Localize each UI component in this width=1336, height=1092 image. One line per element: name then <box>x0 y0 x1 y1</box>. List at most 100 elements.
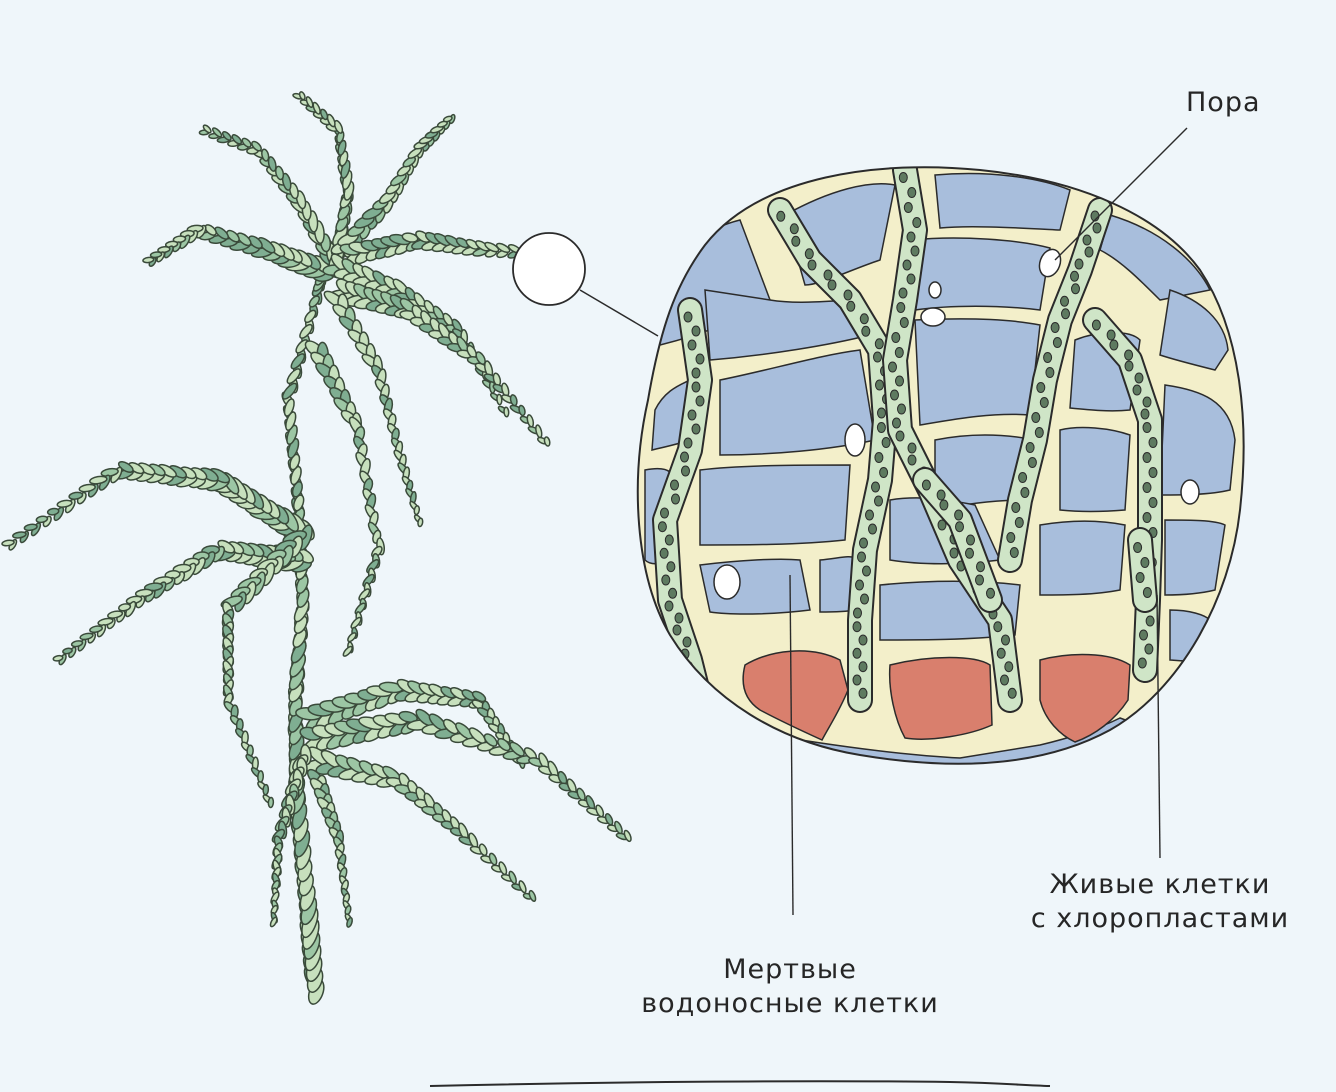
moss-leaf <box>79 632 94 641</box>
chloroplast <box>674 612 684 624</box>
chloroplast <box>1139 629 1148 641</box>
pore-label-text: Пора <box>1186 87 1261 118</box>
chloroplast <box>1084 246 1094 258</box>
moss-leaf <box>299 323 313 339</box>
chloroplast <box>693 674 703 686</box>
chloroplast <box>664 534 674 546</box>
moss-leaf <box>417 517 424 528</box>
chloroplast <box>937 519 947 531</box>
moss-leaf <box>496 393 503 406</box>
chloroplast <box>1020 487 1030 498</box>
moss-leaf <box>97 617 114 627</box>
moss-leaf <box>117 460 134 473</box>
chloroplast <box>1036 382 1046 393</box>
chloroplast <box>895 375 904 387</box>
moss-leaf <box>262 783 270 796</box>
chloroplast <box>1140 408 1150 420</box>
moss-leaf <box>497 737 511 752</box>
chloroplast <box>683 311 693 323</box>
chloroplast <box>827 279 837 291</box>
chloroplast <box>859 537 868 549</box>
chloroplast <box>1091 319 1101 331</box>
moss-leaf <box>290 640 307 664</box>
moss-leaf <box>298 91 306 101</box>
moss-leaf <box>251 140 262 152</box>
moss-leaf <box>614 820 623 835</box>
moss-leaf <box>248 235 263 250</box>
moss-leaf <box>274 165 285 181</box>
bottom-divider <box>429 1080 1051 1087</box>
moss-leaf <box>142 256 155 264</box>
chloroplast <box>846 300 856 312</box>
moss-leaf <box>293 494 305 512</box>
moss-leaf <box>267 156 277 172</box>
moss-leaf <box>62 647 73 655</box>
chloroplast <box>986 587 995 599</box>
chloroplast <box>876 422 886 433</box>
moss-leaf <box>518 404 526 417</box>
moss-leaf <box>442 115 453 123</box>
chloroplast <box>1144 643 1154 655</box>
chloroplast <box>906 273 916 285</box>
live-cells <box>652 167 1163 713</box>
chloroplast <box>1014 517 1024 528</box>
chloroplast <box>852 674 862 686</box>
moss-leaf <box>267 796 275 809</box>
moss-leaf <box>286 368 301 385</box>
chloroplast <box>1106 329 1116 341</box>
moss-leaf <box>68 491 84 500</box>
moss-leaf <box>149 251 163 259</box>
chloroplast <box>966 534 975 546</box>
chloroplast <box>875 379 884 391</box>
moss-leaf <box>287 438 300 459</box>
chloroplast <box>1004 661 1014 673</box>
moss-leaf <box>442 718 459 735</box>
moss-leaf <box>483 733 498 747</box>
moss-plant <box>1 91 632 1005</box>
chloroplast <box>671 493 680 505</box>
chloroplast <box>906 231 916 243</box>
dead-cells-pointer <box>789 574 794 916</box>
chloroplast <box>691 325 701 337</box>
moss-leaf <box>488 852 498 866</box>
pore-pointer <box>1054 127 1188 261</box>
chloroplast <box>1031 412 1041 423</box>
chloroplast <box>1109 339 1119 351</box>
moss-leaf <box>46 507 60 516</box>
chloroplast <box>1007 687 1017 699</box>
moss-leaf <box>283 398 295 417</box>
chloroplast <box>681 465 690 477</box>
chloroplast <box>898 172 908 183</box>
chloroplast <box>791 235 801 247</box>
chloroplast <box>691 423 701 435</box>
moss-leaf <box>333 119 344 134</box>
chloroplast <box>670 479 679 491</box>
live-cells-pointer <box>1156 594 1161 859</box>
moss-leaf <box>241 137 252 148</box>
moss-leaf <box>390 173 407 187</box>
chloroplast <box>868 523 877 535</box>
chloroplast <box>695 395 705 407</box>
chloroplast <box>881 437 891 448</box>
chloroplast <box>1092 222 1102 234</box>
moss-leaf <box>257 770 265 784</box>
dead-cells-label-line2: водоносные клетки <box>641 988 939 1019</box>
chloroplast <box>892 417 901 429</box>
chloroplast <box>691 381 701 393</box>
moss-leaf <box>226 229 240 243</box>
moss-leaf <box>535 424 543 439</box>
moss-leaf <box>526 414 535 428</box>
chloroplast <box>1034 427 1044 438</box>
chloroplast <box>910 245 920 257</box>
moss-leaf <box>528 889 537 902</box>
chloroplast <box>1045 367 1055 378</box>
live-cell <box>999 199 1111 571</box>
chloroplast <box>1142 452 1152 463</box>
moss-leaf <box>214 226 229 240</box>
chloroplast <box>1142 512 1152 523</box>
chloroplast <box>683 437 693 449</box>
chloroplast <box>682 636 692 648</box>
chloroplast <box>1070 270 1079 282</box>
chloroplast <box>993 621 1003 633</box>
live-cells-label-line2: с хлоропластами <box>1030 903 1290 934</box>
